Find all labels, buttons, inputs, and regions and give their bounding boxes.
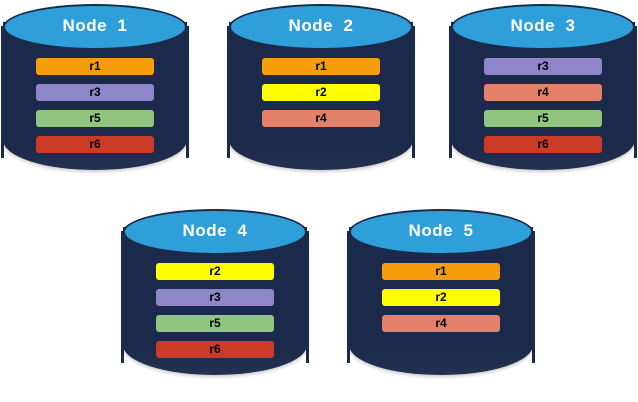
record-bar[interactable]: r6 — [484, 136, 602, 153]
record-bar[interactable]: r4 — [484, 84, 602, 101]
cylinder-right-edge-2 — [412, 26, 415, 158]
node-cylinder-5[interactable]: Node 5 r1 r2 r4 — [346, 205, 536, 395]
record-bar[interactable]: r1 — [36, 58, 154, 75]
node-cylinder-1[interactable]: Node 1 r1 r3 r5 r6 — [0, 0, 190, 190]
record-bar[interactable]: r6 — [36, 136, 154, 153]
node-label-2: Node 2 — [288, 16, 354, 35]
record-bar[interactable]: r4 — [382, 315, 500, 332]
cylinder-left-edge-1 — [1, 26, 4, 158]
cylinder-top-ellipse-2 — [229, 4, 413, 50]
record-bar[interactable]: r2 — [382, 289, 500, 306]
record-bar[interactable]: r6 — [156, 341, 274, 358]
cylinder-left-edge-5 — [347, 231, 350, 363]
record-list-1: r1 r3 r5 r6 — [36, 58, 154, 153]
node-cylinder-2[interactable]: Node 2 r1 r2 r4 — [226, 0, 416, 190]
record-list-5: r1 r2 r4 — [382, 263, 500, 332]
record-bar[interactable]: r3 — [484, 58, 602, 75]
record-list-3: r3 r4 r5 r6 — [484, 58, 602, 153]
cylinder-top-ellipse-5 — [349, 209, 533, 255]
record-bar[interactable]: r3 — [156, 289, 274, 306]
cylinder-top-ellipse-4 — [123, 209, 307, 255]
record-bar[interactable]: r4 — [262, 110, 380, 127]
node-cylinder-3[interactable]: Node 3 r3 r4 r5 r6 — [448, 0, 638, 190]
cylinder-left-edge-4 — [121, 231, 124, 363]
node-label-1: Node 1 — [62, 16, 128, 35]
cylinder-top-ellipse-1 — [3, 4, 187, 50]
node-label-5: Node 5 — [408, 221, 474, 240]
cylinder-left-edge-2 — [227, 26, 230, 158]
node-label-3: Node 3 — [510, 16, 576, 35]
cylinder-top-ellipse-3 — [451, 4, 635, 50]
record-list-2: r1 r2 r4 — [262, 58, 380, 127]
node-label-4: Node 4 — [182, 221, 248, 240]
node-cylinder-4[interactable]: Node 4 r2 r3 r5 r6 — [120, 205, 310, 395]
record-bar[interactable]: r5 — [156, 315, 274, 332]
record-bar[interactable]: r3 — [36, 84, 154, 101]
record-bar[interactable]: r2 — [262, 84, 380, 101]
record-bar[interactable]: r5 — [484, 110, 602, 127]
record-bar[interactable]: r1 — [382, 263, 500, 280]
cylinder-left-edge-3 — [449, 26, 452, 158]
record-bar[interactable]: r2 — [156, 263, 274, 280]
record-bar[interactable]: r5 — [36, 110, 154, 127]
record-bar[interactable]: r1 — [262, 58, 380, 75]
cylinder-right-edge-1 — [186, 26, 189, 158]
cylinder-right-edge-3 — [634, 26, 637, 158]
record-list-4: r2 r3 r5 r6 — [156, 263, 274, 358]
cylinder-right-edge-4 — [306, 231, 309, 363]
cylinder-right-edge-5 — [532, 231, 535, 363]
